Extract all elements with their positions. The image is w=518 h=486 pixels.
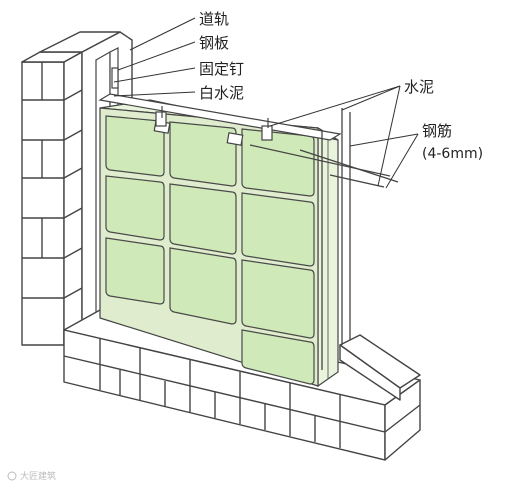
watermark: 大匠建筑: [7, 470, 56, 482]
glass-block: [169, 183, 237, 255]
watermark-text: 大匠建筑: [20, 470, 56, 482]
top-track-rail: [98, 93, 342, 146]
label-rebar-spec: (4-6mm): [422, 146, 483, 162]
glass-block: [241, 259, 315, 339]
glass-block: [105, 175, 165, 241]
rebars: [249, 108, 399, 370]
glass-block: [241, 192, 315, 267]
glass-block: [105, 237, 165, 305]
glass-block: [241, 128, 315, 197]
glass-block-wall: [99, 99, 339, 388]
label-steel-plate: 钢板: [199, 34, 229, 52]
label-cement: 水泥: [404, 78, 434, 96]
glass-block: [169, 247, 237, 325]
glass-block: [241, 329, 315, 385]
leader-lines: [113, 17, 419, 189]
label-fixing-nail: 固定钉: [199, 60, 244, 78]
glass-block: [169, 121, 237, 187]
label-white-cement: 白水泥: [199, 84, 244, 102]
label-rebar: 钢筋: [422, 122, 452, 140]
label-track: 道轨: [199, 10, 229, 28]
